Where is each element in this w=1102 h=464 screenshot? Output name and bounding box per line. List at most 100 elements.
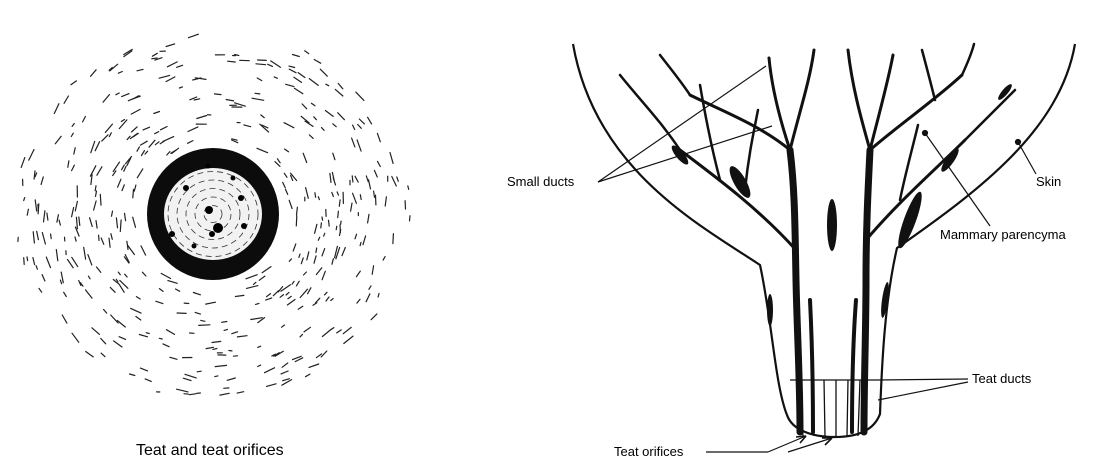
teat-ducts-leader xyxy=(876,379,968,380)
stipple-mark xyxy=(262,267,271,273)
stipple-mark xyxy=(314,256,316,263)
stipple-mark xyxy=(100,194,101,205)
stipple-mark xyxy=(226,100,233,101)
stipple-mark xyxy=(39,288,42,292)
stipple-mark xyxy=(90,166,95,176)
stipple-mark xyxy=(142,151,145,156)
teat-orifice xyxy=(231,176,236,181)
stipple-mark xyxy=(27,209,28,215)
stipple-mark xyxy=(344,336,353,343)
stipple-mark xyxy=(289,66,295,67)
stipple-mark xyxy=(299,254,300,257)
mammary-gland-section xyxy=(573,44,1075,452)
stipple-mark xyxy=(195,312,200,314)
stipple-mark xyxy=(90,218,93,227)
stipple-mark xyxy=(286,292,289,295)
stipple-mark xyxy=(314,117,317,120)
teat-duct xyxy=(858,380,860,436)
stipple-mark xyxy=(166,44,175,47)
stipple-mark xyxy=(131,308,141,313)
stipple-mark xyxy=(154,112,160,114)
stipple-mark xyxy=(308,288,311,294)
small-ducts-label: Small ducts xyxy=(507,174,574,189)
stipple-mark xyxy=(105,124,112,132)
stipple-mark xyxy=(338,211,339,217)
stipple-mark xyxy=(71,133,73,136)
teat-ducts-label: Teat ducts xyxy=(972,371,1031,386)
duct-trunk xyxy=(790,150,800,432)
small-duct xyxy=(870,75,962,150)
stipple-mark xyxy=(293,55,300,57)
stipple-mark xyxy=(152,58,157,59)
stipple-mark xyxy=(72,165,75,171)
parenchyma-leader-dot xyxy=(923,131,928,136)
stipple-mark xyxy=(170,357,177,359)
teat-orifices-arrow xyxy=(768,436,806,452)
stipple-mark xyxy=(55,136,61,143)
stipple-mark xyxy=(155,142,159,145)
stipple-mark xyxy=(330,173,331,182)
stipple-mark xyxy=(193,293,200,295)
stipple-mark xyxy=(237,336,247,337)
stipple-mark xyxy=(146,333,149,334)
stipple-mark xyxy=(358,125,362,129)
stipple-mark xyxy=(189,34,199,38)
stipple-mark xyxy=(41,177,43,185)
stipple-mark xyxy=(318,237,319,240)
stipple-mark xyxy=(145,151,148,154)
stipple-mark xyxy=(273,291,278,296)
stipple-mark xyxy=(333,153,335,160)
stipple-mark xyxy=(88,255,92,265)
stipple-mark xyxy=(284,173,287,177)
stipple-mark xyxy=(256,303,259,304)
stipple-mark xyxy=(118,179,121,187)
stipple-mark xyxy=(145,379,151,382)
stipple-mark xyxy=(96,221,97,229)
stipple-mark xyxy=(309,79,318,86)
stipple-mark xyxy=(199,325,210,326)
stipple-mark xyxy=(149,140,155,147)
stipple-mark xyxy=(136,317,141,321)
teat-orifice xyxy=(192,244,197,249)
stipple-mark xyxy=(133,133,138,136)
stipple-mark xyxy=(353,193,357,203)
stipple-mark xyxy=(137,147,139,151)
stipple-mark xyxy=(325,111,333,117)
stipple-mark xyxy=(277,159,280,163)
stipple-mark xyxy=(201,320,205,321)
stipple-mark xyxy=(255,93,260,94)
stipple-mark xyxy=(329,220,330,226)
stipple-mark xyxy=(112,211,113,216)
stipple-mark xyxy=(378,294,379,298)
stipple-mark xyxy=(94,201,97,210)
stipple-mark xyxy=(125,213,126,220)
stipple-mark xyxy=(267,384,277,387)
stipple-mark xyxy=(104,310,107,314)
stipple-mark xyxy=(296,281,299,286)
stipple-mark xyxy=(119,284,124,292)
mammary-parenchyma-label: Mammary parencyma xyxy=(940,227,1066,242)
stipple-mark xyxy=(29,150,34,161)
stipple-mark xyxy=(159,338,162,339)
stipple-mark xyxy=(224,329,227,330)
stipple-mark xyxy=(338,113,345,120)
stipple-mark xyxy=(56,250,58,261)
stipple-mark xyxy=(37,231,39,239)
stipple-mark xyxy=(161,273,170,278)
stipple-mark xyxy=(167,62,177,67)
stipple-mark xyxy=(316,298,320,303)
small-duct xyxy=(848,50,870,150)
stipple-mark xyxy=(159,75,170,78)
stipple-mark xyxy=(335,89,343,96)
stipple-mark xyxy=(235,295,244,296)
stipple-mark xyxy=(68,260,74,268)
stipple-mark xyxy=(303,153,307,162)
stipple-mark xyxy=(141,246,146,255)
stipple-mark xyxy=(86,352,94,357)
stipple-mark xyxy=(244,125,251,127)
stipple-mark xyxy=(47,213,48,220)
stipple-mark xyxy=(75,237,76,241)
stipple-mark xyxy=(220,393,229,395)
stipple-mark xyxy=(167,330,175,335)
